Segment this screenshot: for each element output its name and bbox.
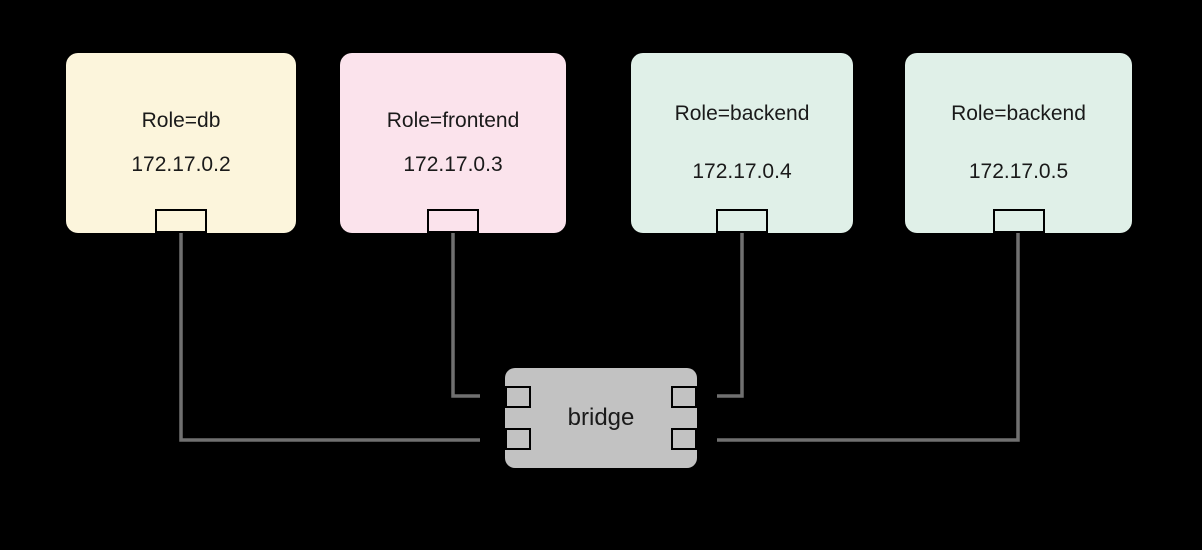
container-node-db: Role=db 172.17.0.2 xyxy=(66,53,296,233)
bridge-port xyxy=(671,428,697,450)
container-port xyxy=(716,209,768,233)
container-node-frontend: Role=frontend 172.17.0.3 xyxy=(340,53,566,233)
role-label: Role=frontend xyxy=(386,109,520,132)
connection-frontend-bridge xyxy=(451,233,480,398)
container-node-backend-1: Role=backend 172.17.0.4 xyxy=(631,53,853,233)
bridge-port xyxy=(505,386,531,408)
container-node-backend-2: Role=backend 172.17.0.5 xyxy=(905,53,1132,233)
ip-address: 172.17.0.2 xyxy=(131,153,231,176)
bridge-port xyxy=(671,386,697,408)
ip-address: 172.17.0.3 xyxy=(403,153,503,176)
role-label: Role=backend xyxy=(951,102,1086,125)
connection-backend2-bridge xyxy=(717,233,1020,442)
connection-backend1-bridge xyxy=(717,233,744,398)
container-port xyxy=(992,209,1045,233)
bridge-port xyxy=(505,428,531,450)
bridge-label: bridge xyxy=(567,404,635,431)
role-label: Role=backend xyxy=(674,102,810,125)
ip-address: 172.17.0.5 xyxy=(968,160,1069,183)
role-label: Role=db xyxy=(141,109,221,132)
container-port xyxy=(155,209,207,233)
bridge-node: bridge xyxy=(505,368,697,468)
ip-address: 172.17.0.4 xyxy=(692,160,792,183)
container-port xyxy=(427,209,479,233)
connection-db-bridge xyxy=(179,233,480,442)
